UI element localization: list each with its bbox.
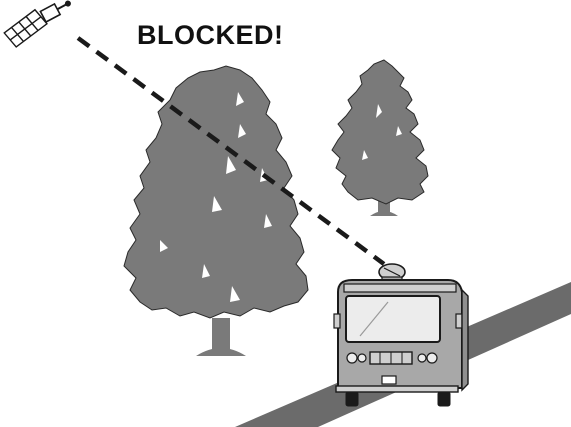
- rv-vehicle: [334, 264, 468, 406]
- satellite-icon: [1, 0, 77, 49]
- large-tree: [124, 66, 308, 356]
- small-tree: [332, 60, 428, 216]
- blocked-caption: BLOCKED!: [137, 20, 284, 51]
